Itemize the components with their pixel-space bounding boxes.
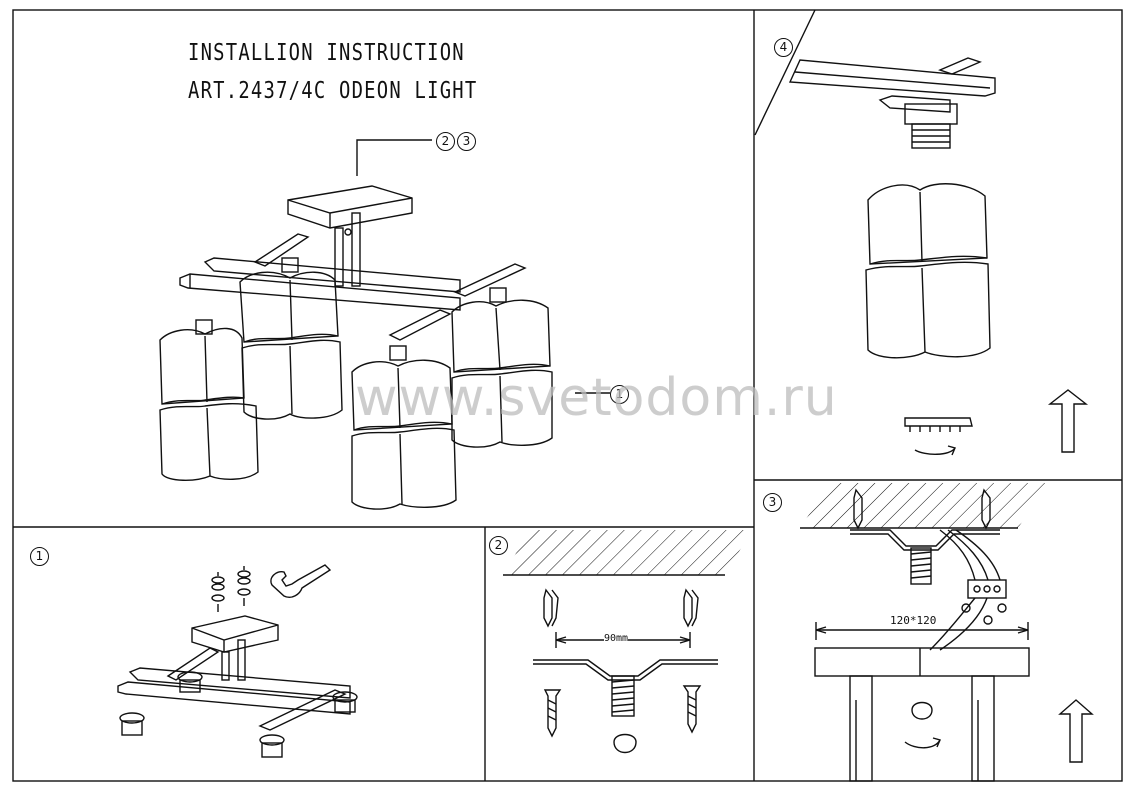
canopy-size-dimension: 120*120 bbox=[890, 614, 937, 627]
callout-1-main: 1 bbox=[610, 384, 631, 404]
callout-4: 4 bbox=[774, 37, 795, 57]
panel2-drawing bbox=[503, 530, 752, 754]
lamp-shade-4 bbox=[351, 345, 457, 510]
callout-3: 3 bbox=[763, 492, 784, 512]
panel1-drawing bbox=[117, 564, 358, 758]
hole-spacing-dimension: 90mm bbox=[604, 633, 629, 644]
instruction-title: INSTALLION INSTRUCTION bbox=[188, 40, 465, 66]
chandelier-drawing bbox=[159, 139, 610, 510]
callout-1: 1 bbox=[30, 546, 51, 566]
callout-2: 2 bbox=[489, 535, 510, 555]
article-title: ART.2437/4C ODEON LIGHT bbox=[188, 78, 478, 104]
lamp-shade-2 bbox=[159, 319, 259, 481]
lamp-shade-1 bbox=[239, 257, 343, 420]
watermark: www.svetodom.ru bbox=[355, 368, 838, 428]
panel-borders bbox=[12, 9, 1123, 782]
panel3-drawing bbox=[800, 483, 1094, 782]
panel4-drawing bbox=[754, 9, 1089, 456]
lamp-shade-3 bbox=[451, 287, 553, 448]
